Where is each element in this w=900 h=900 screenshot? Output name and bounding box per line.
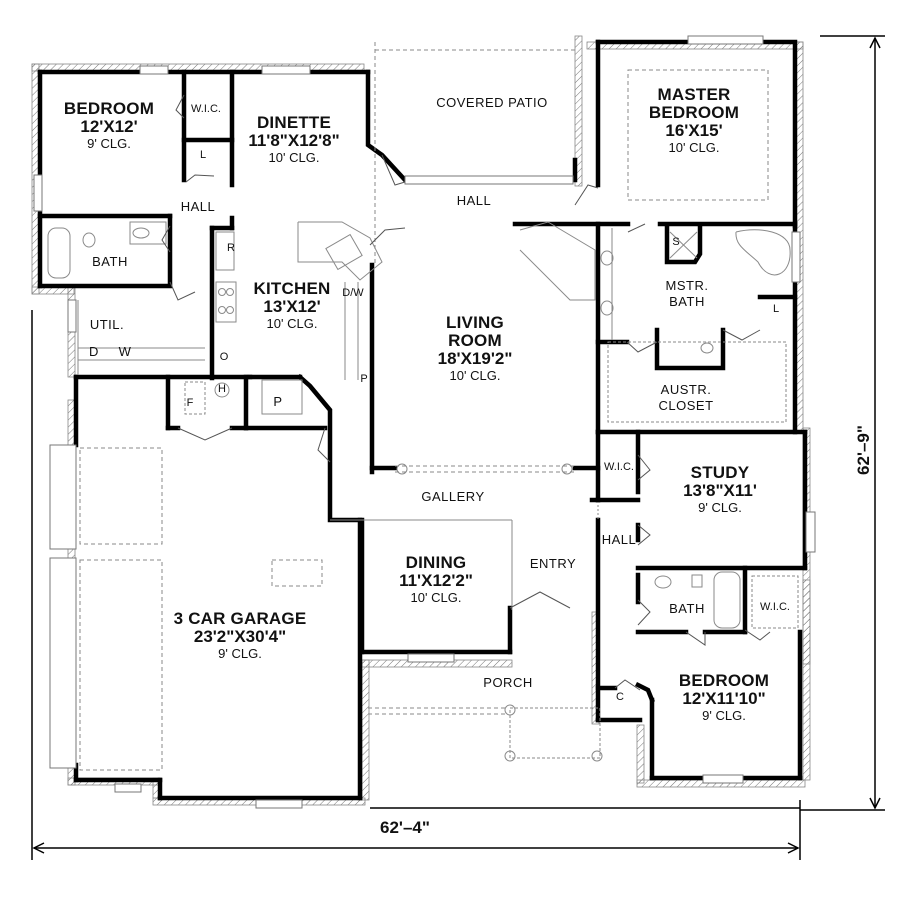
room-covered-patio: COVERED PATIO <box>436 95 548 110</box>
ceiling-height: 10' CLG. <box>268 149 320 165</box>
room-dimensions: 11'8"X12'8" <box>248 130 340 150</box>
label-pantry-kitchen: P <box>360 373 368 385</box>
room-living-room: LIVING ROOM 18'X19'2" 10' CLG. <box>438 314 513 382</box>
windows <box>33 35 816 809</box>
room-dimensions: 18'X19'2" <box>437 348 513 368</box>
label-wic-bedroom3: W.I.C. <box>760 601 790 613</box>
label-linen-master: L <box>772 303 780 315</box>
room-name: DINETTE <box>256 113 332 132</box>
room-name: MSTR. <box>665 278 709 293</box>
label-wic-bedroom2: W.I.C. <box>191 103 221 115</box>
label-dryer: D <box>89 344 99 359</box>
ceiling-height: 9' CLG. <box>698 499 742 515</box>
ceiling-height: 9' CLG. <box>87 135 131 151</box>
room-dimensions: 13'X12' <box>263 296 321 316</box>
label-utility: UTIL. <box>89 317 125 332</box>
room-master-closet: AUSTR. CLOSET <box>658 382 713 415</box>
overall-width-dimension: 62'–4" <box>380 818 430 837</box>
walls <box>37 39 808 801</box>
label-washer: W <box>118 344 132 359</box>
overall-depth-dimension: 62'–9" <box>854 425 873 475</box>
label-bath-east: BATH <box>669 601 705 616</box>
label-bath-west: BATH <box>92 254 128 269</box>
room-name-line2: BATH <box>669 294 705 310</box>
room-study: STUDY 13'8"X11' 9' CLG. <box>683 464 757 514</box>
label-hall-west: HALL <box>180 199 216 214</box>
door-swings <box>161 94 771 691</box>
room-name: AUSTR. <box>660 382 712 397</box>
room-name-line2: BEDROOM <box>648 102 740 122</box>
ceiling-height: 10' CLG. <box>410 589 462 605</box>
room-bedroom-3: BEDROOM 12'X11'10" 9' CLG. <box>679 672 769 722</box>
room-name: BEDROOM <box>678 671 770 690</box>
label-shower: S <box>672 236 680 248</box>
room-name: MASTER <box>657 85 731 104</box>
ceiling-height: 10' CLG. <box>668 139 720 155</box>
ceiling-height: 10' CLG. <box>266 315 318 331</box>
room-dimensions: 16'X15' <box>665 120 723 140</box>
label-water-heater: H <box>218 383 226 395</box>
ceiling-height: 10' CLG. <box>449 367 501 383</box>
room-master-bath: MSTR. BATH <box>666 278 709 311</box>
room-name: 3 CAR GARAGE <box>173 609 307 628</box>
room-dimensions: 23'2"X30'4" <box>193 626 287 646</box>
label-pantry: P <box>273 394 283 409</box>
room-name: STUDY <box>690 463 750 482</box>
label-coat-closet: C <box>616 691 624 703</box>
room-garage: 3 CAR GARAGE 23'2"X30'4" 9' CLG. <box>174 610 307 660</box>
label-porch: PORCH <box>483 675 533 690</box>
room-name-line2: CLOSET <box>658 398 714 414</box>
room-name: LIVING <box>446 313 504 332</box>
room-bedroom-2: BEDROOM 12'X12' 9' CLG. <box>64 100 154 150</box>
label-dishwasher: D/W <box>342 287 364 299</box>
room-dining: DINING 11'X12'2" 10' CLG. <box>399 554 473 604</box>
room-master-bedroom: MASTER BEDROOM 16'X15' 10' CLG. <box>649 86 739 154</box>
label-wic-study: W.I.C. <box>604 461 634 473</box>
label-refrigerator: R <box>227 242 235 254</box>
ceiling-height: 9' CLG. <box>218 645 262 661</box>
label-gallery: GALLERY <box>421 489 485 504</box>
label-furnace: F <box>186 397 194 409</box>
label-linen: L <box>199 149 207 161</box>
room-dimensions: 12'X11'10" <box>682 688 766 708</box>
room-name-line2: ROOM <box>448 330 502 350</box>
room-name: KITCHEN <box>253 279 331 298</box>
dimension-lines <box>31 35 885 860</box>
room-name: DINING <box>405 553 467 572</box>
room-name: BEDROOM <box>63 99 155 118</box>
label-oven: O <box>219 351 229 363</box>
label-entry: ENTRY <box>529 556 577 571</box>
label-hall-east: HALL <box>601 532 637 547</box>
room-dinette: DINETTE 11'8"X12'8" 10' CLG. <box>248 114 339 164</box>
room-dimensions: 12'X12' <box>80 116 138 136</box>
room-dimensions: 13'8"X11' <box>683 480 757 500</box>
label-hall-north: HALL <box>456 193 492 208</box>
room-dimensions: 11'X12'2" <box>399 570 473 590</box>
ceiling-height: 9' CLG. <box>702 707 746 723</box>
fixtures <box>47 42 799 771</box>
room-kitchen: KITCHEN 13'X12' 10' CLG. <box>254 280 331 330</box>
